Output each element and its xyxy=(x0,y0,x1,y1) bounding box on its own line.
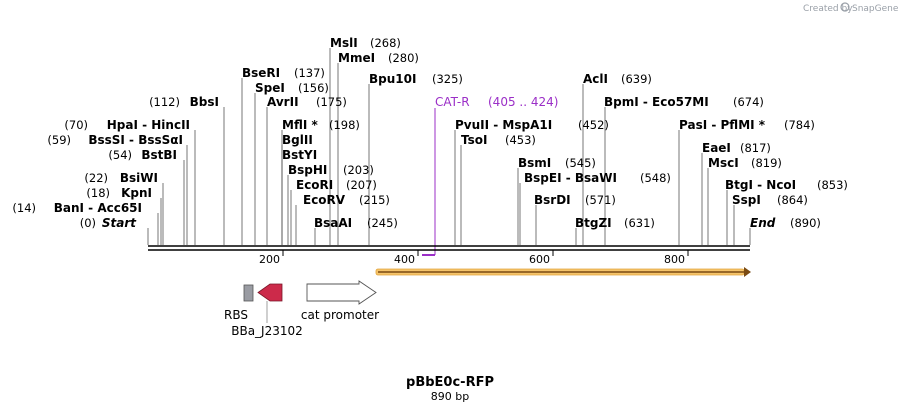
site-position: (175) xyxy=(316,95,347,109)
site-name: BanI - Acc65I xyxy=(54,201,142,215)
site-name-start: Start xyxy=(102,216,137,230)
site-position: (853) xyxy=(817,178,848,192)
site-name: BssSI - BssSαI xyxy=(88,133,183,147)
site-position: (325) xyxy=(432,72,463,86)
feature-cat-promoter[interactable]: cat promoter xyxy=(301,280,379,322)
site-position: (18) xyxy=(86,186,110,200)
site-name: BsiWI xyxy=(120,171,158,185)
primer-range: (405 .. 424) xyxy=(488,95,558,109)
site-position: (54) xyxy=(108,148,132,162)
site-position: (245) xyxy=(367,216,398,230)
ruler-tick-label: 600 xyxy=(529,253,550,266)
site-name: TsoI xyxy=(461,133,487,147)
site-name: BspHI xyxy=(288,163,327,177)
site-name: EcoRV xyxy=(303,193,346,207)
cat-promoter-label: cat promoter xyxy=(301,308,379,322)
ruler: 200 400 600 800 xyxy=(259,250,689,266)
site-name: BtgZI xyxy=(575,216,612,230)
site-position: (198) xyxy=(329,118,360,132)
site-name: BbsI xyxy=(190,95,219,109)
site-position: (784) xyxy=(784,118,815,132)
cat-promoter-right-arrow-icon xyxy=(306,280,377,305)
site-name: KpnI xyxy=(121,186,152,200)
site-position: (639) xyxy=(621,72,652,86)
site-position: (137) xyxy=(294,66,325,80)
site-name: BstYI xyxy=(282,148,317,162)
site-name: PvuII - MspA1I xyxy=(455,118,552,132)
site-position: (280) xyxy=(388,51,419,65)
site-position: (674) xyxy=(733,95,764,109)
site-position: (571) xyxy=(585,193,616,207)
site-name: EcoRI xyxy=(296,178,333,192)
bba-left-arrow-icon xyxy=(257,283,283,302)
credit-text: Created by xyxy=(803,4,853,14)
site-name: SpeI xyxy=(255,81,285,95)
site-position: (0) xyxy=(80,216,96,230)
primer-cat-r[interactable]: CAT-R (405 .. 424) xyxy=(422,95,558,256)
site-name: BsaAI xyxy=(314,216,352,230)
site-position: (112) xyxy=(149,95,180,109)
site-position: (207) xyxy=(346,178,377,192)
site-name: MslI xyxy=(330,36,358,50)
site-position: (545) xyxy=(565,156,596,170)
site-name: PasI - PflMI * xyxy=(679,118,766,132)
site-labels: MslI (268) MmeI (280) BseRI (137) SpeI (… xyxy=(12,36,848,230)
feature-bba-j23102[interactable]: BBa_J23102 xyxy=(231,283,303,338)
site-position: (203) xyxy=(343,163,374,177)
site-name: BstBI xyxy=(141,148,177,162)
orf-arrow-head-icon xyxy=(744,267,751,277)
site-name: BpmI - Eco57MI xyxy=(604,95,709,109)
site-name: Bpu10I xyxy=(369,72,416,86)
site-position: (70) xyxy=(64,118,88,132)
ruler-tick-label: 200 xyxy=(259,253,280,266)
site-name-end: End xyxy=(750,216,776,230)
site-name: BtgI - NcoI xyxy=(725,178,796,192)
site-position: (156) xyxy=(298,81,329,95)
primer-name: CAT-R xyxy=(435,95,470,109)
site-position: (215) xyxy=(359,193,390,207)
site-position: (59) xyxy=(47,133,71,147)
rbs-label: RBS xyxy=(224,308,248,322)
rbs-box xyxy=(243,284,254,302)
snapgene-logo-icon xyxy=(840,2,850,12)
site-name: MmeI xyxy=(338,51,375,65)
site-position: (864) xyxy=(777,193,808,207)
site-position: (548) xyxy=(640,171,671,185)
site-position: (268) xyxy=(370,36,401,50)
site-name: BglII xyxy=(282,133,313,147)
site-name: SspI xyxy=(732,193,761,207)
site-position: (631) xyxy=(624,216,655,230)
site-leader-lines xyxy=(147,48,751,245)
site-position: (819) xyxy=(751,156,782,170)
site-name: EaeI xyxy=(702,141,731,155)
credit-brand: SnapGene xyxy=(852,4,899,14)
site-name: BspEI - BsaWI xyxy=(524,171,617,185)
feature-rbs[interactable]: RBS xyxy=(224,284,254,322)
sequence-backbone xyxy=(148,245,750,251)
map-subtitle: 890 bp xyxy=(431,390,469,403)
site-name: MscI xyxy=(708,156,739,170)
orf-bar[interactable] xyxy=(375,267,751,277)
ruler-tick-label: 400 xyxy=(394,253,415,266)
site-position: (890) xyxy=(790,216,821,230)
site-name: BseRI xyxy=(242,66,280,80)
ruler-tick-label: 800 xyxy=(664,253,685,266)
site-name: AclI xyxy=(583,72,608,86)
site-position: (817) xyxy=(740,141,771,155)
site-name: HpaI - HincII xyxy=(107,118,190,132)
bba-label: BBa_J23102 xyxy=(231,324,303,338)
site-position: (14) xyxy=(12,201,36,215)
site-name: MflI * xyxy=(282,118,318,132)
site-name: BsrDI xyxy=(534,193,571,207)
snapgene-credit: Created by SnapGene xyxy=(803,2,899,14)
site-position: (22) xyxy=(84,171,108,185)
site-position: (452) xyxy=(578,118,609,132)
site-name: AvrII xyxy=(267,95,299,109)
map-title: pBbE0c-RFP xyxy=(406,375,494,390)
site-position: (453) xyxy=(505,133,536,147)
site-name: BsmI xyxy=(518,156,551,170)
